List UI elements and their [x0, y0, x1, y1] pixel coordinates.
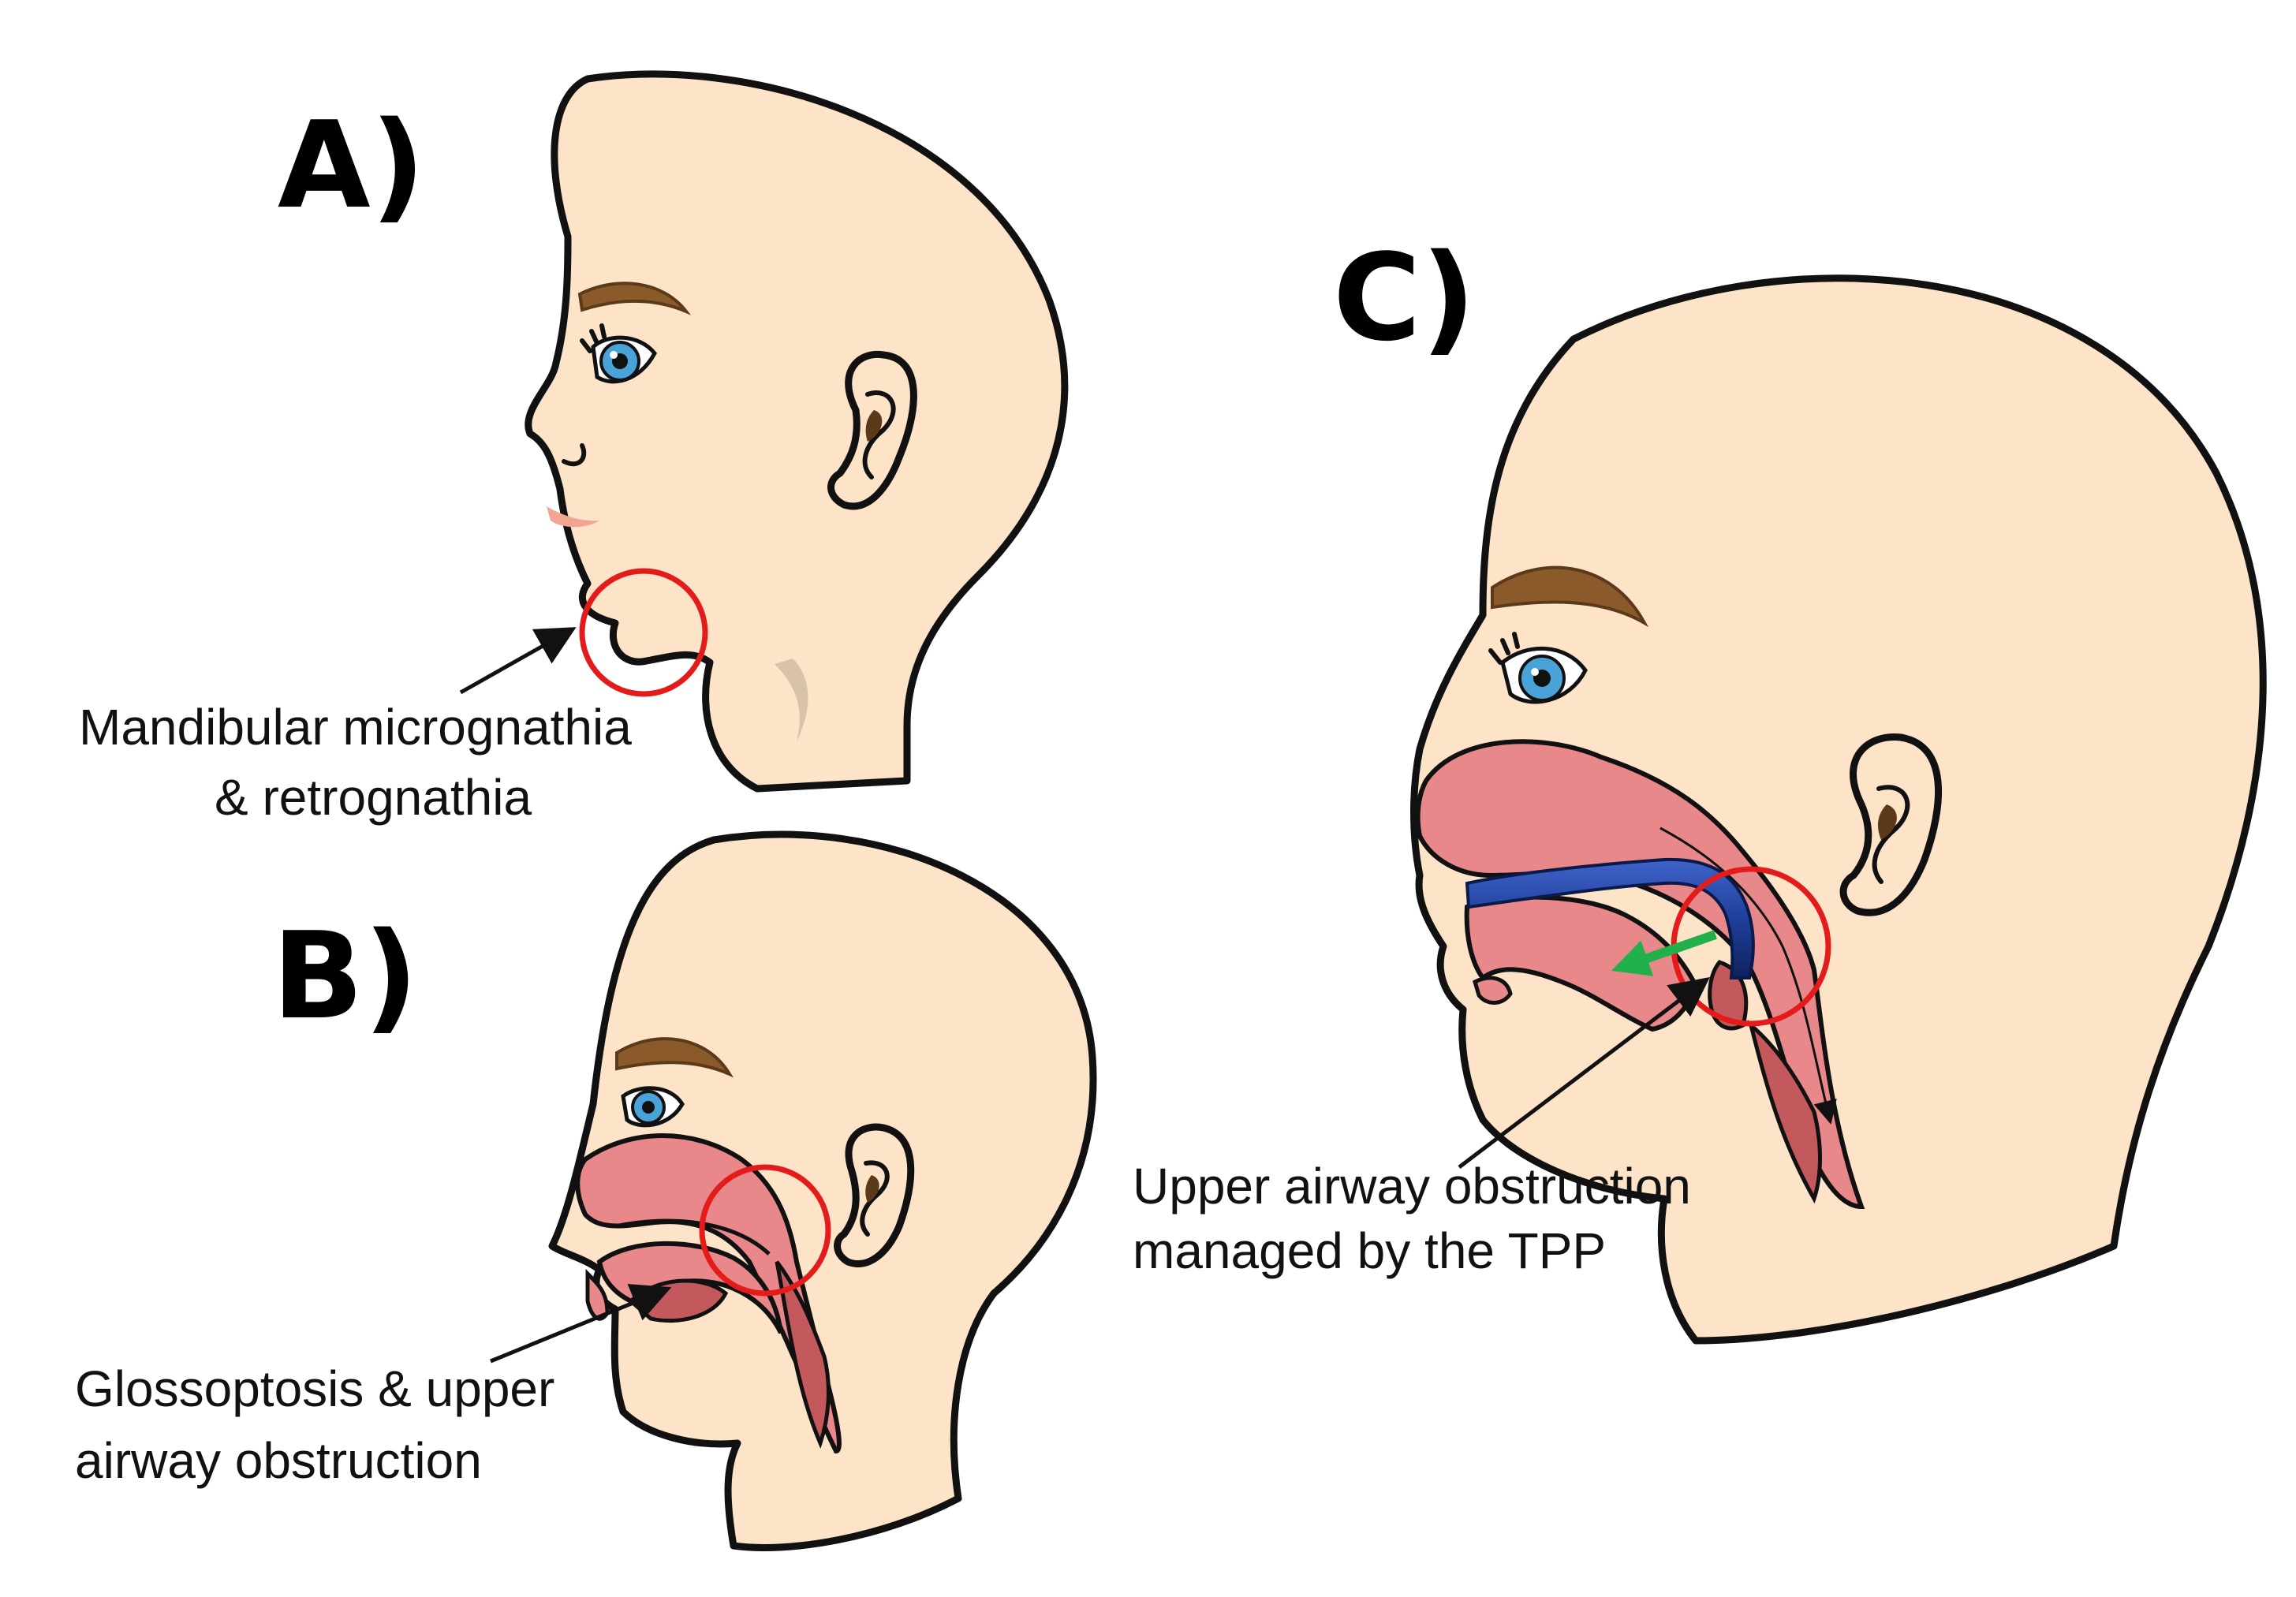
panel-a-head-outline: [525, 70, 1069, 793]
panel-b-caption-line1: Glossoptosis & upper: [75, 1360, 554, 1417]
panel-c-letter: C): [1333, 228, 1476, 368]
panel-b-pharynx: [775, 1260, 831, 1450]
panel-c-nasal-cavity: [1415, 739, 1865, 1210]
panel-b-pupil: [642, 1101, 655, 1114]
panel-b-eyebrow: [615, 1037, 734, 1078]
panel-c: C) Upper airway obstruction managed by t…: [1133, 228, 2267, 1345]
panel-a-caption-line1: Mandibular micrognathia: [79, 699, 632, 756]
panel-b-letter: B): [272, 906, 418, 1046]
panel-a: A) Mandibular micrognathia & retrognathi…: [79, 70, 1069, 826]
panel-c-tpp-tube: [1465, 857, 1755, 979]
panel-a-nose-shade: [547, 506, 599, 528]
panel-a-eyelashes: [580, 323, 607, 353]
panel-b-head: [548, 830, 1097, 1551]
panel-c-chin-mouth: [1473, 976, 1513, 1005]
panel-c-ear-inner: [1872, 785, 1910, 884]
panel-a-letter: A): [278, 95, 425, 235]
panel-c-head-outline: [1410, 274, 2267, 1345]
panel-a-neck-shadow: [775, 659, 808, 741]
panel-a-ear-shadow: [865, 410, 883, 442]
panel-a-highlight-circle: [579, 568, 708, 697]
panel-b-ear-inner: [860, 1160, 890, 1237]
panel-a-caption-line2: & retrognathia: [215, 769, 532, 826]
panel-c-caption-line1: Upper airway obstruction: [1133, 1158, 1691, 1215]
panel-a-eyebrow: [577, 282, 692, 315]
panel-c-airflow-line: [1659, 826, 1837, 1125]
panel-b-palate-line: [614, 1218, 771, 1256]
panel-b-ear-shadow: [865, 1175, 879, 1203]
panel-c-ear-shadow: [1877, 804, 1897, 840]
panel-b-highlight-circle: [699, 1164, 831, 1297]
panel-c-pharynx: [1747, 1019, 1822, 1204]
panel-c-pointer-arrow: [1458, 976, 1710, 1169]
panel-b-caption-line2: airway obstruction: [75, 1432, 482, 1489]
panel-c-head: [1410, 274, 2267, 1345]
panel-c-eyebrow: [1491, 565, 1649, 628]
panel-c-caption-line2: managed by the TPP: [1133, 1222, 1606, 1279]
panel-c-green-arrow: [1611, 930, 1717, 976]
panel-a-ear-inner: [862, 390, 896, 479]
panel-b-pointer-arrow: [490, 1284, 672, 1364]
panel-a-nostril: [562, 443, 587, 467]
panel-c-eye-highlight: [1531, 668, 1539, 676]
panel-b: B) Glossoptosis & upper airway obstructi…: [75, 830, 1097, 1551]
panel-a-pointer-arrow: [459, 627, 577, 695]
panel-c-eyelashes: [1488, 632, 1520, 665]
panel-a-head: [525, 70, 1069, 793]
panel-b-head-outline: [548, 830, 1097, 1551]
panel-a-eye-highlight: [610, 351, 618, 359]
panel-c-tongue: [1464, 894, 1699, 1032]
